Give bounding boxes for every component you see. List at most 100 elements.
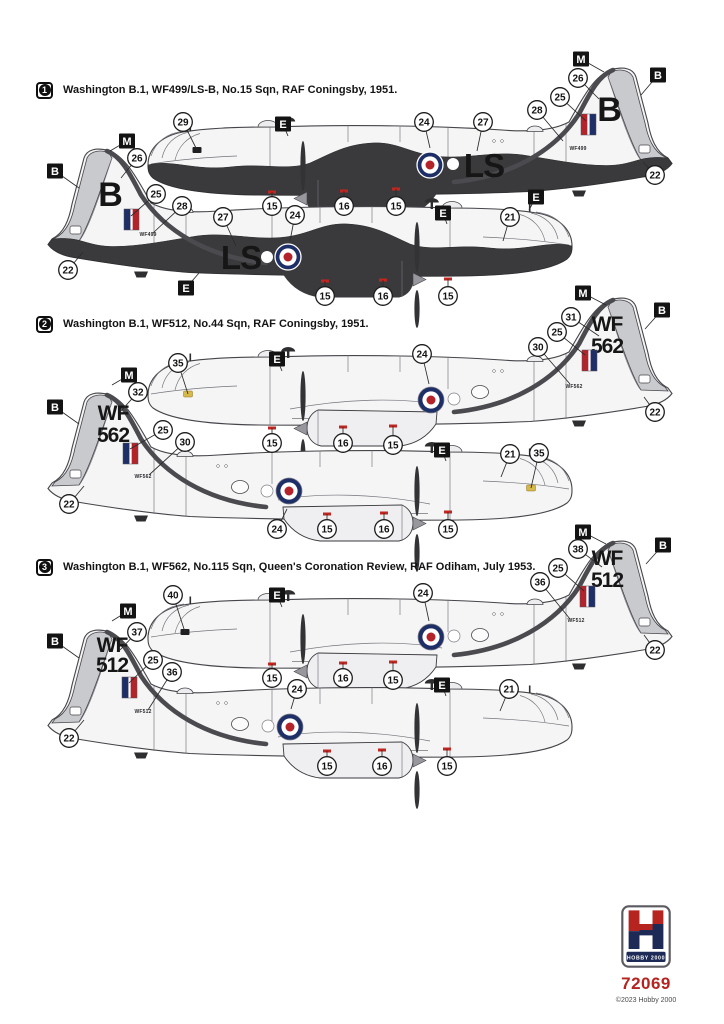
callout-circle xyxy=(561,307,581,327)
callout-leader-line xyxy=(186,130,198,151)
callout-number: 15 xyxy=(266,202,278,213)
callout-circle xyxy=(500,444,520,464)
white-dot-marking xyxy=(447,392,461,406)
color-box xyxy=(434,442,450,458)
callout-15: 15 xyxy=(386,187,406,216)
color-box-E: E xyxy=(434,442,450,462)
callout-27: 27 xyxy=(213,207,237,247)
callout-32: 32 xyxy=(120,382,148,412)
color-box-E: E xyxy=(434,677,450,697)
callout-circle xyxy=(162,662,182,682)
callout-21: 21 xyxy=(499,679,519,712)
color-box-M: M xyxy=(573,51,605,73)
callout-leader-line xyxy=(563,337,586,356)
callout-circle xyxy=(438,286,458,306)
callout-leader-line xyxy=(564,573,585,592)
serial-number: WF562 xyxy=(134,474,151,480)
callout-leader-line xyxy=(73,251,84,264)
callout-number: 15 xyxy=(387,441,399,452)
callout-circle xyxy=(568,539,588,559)
serial-number: WF512 xyxy=(567,618,584,624)
callout-number: 28 xyxy=(176,202,188,213)
color-box xyxy=(269,351,285,367)
aircraft-profile xyxy=(147,67,673,247)
callout-leader-line xyxy=(584,84,600,100)
callout-number: 31 xyxy=(565,313,577,324)
callout-28: 28 xyxy=(527,100,564,142)
tail-code: 512 xyxy=(591,569,623,592)
color-box xyxy=(269,587,285,603)
callout-15: 15 xyxy=(262,662,282,688)
callout-number: 16 xyxy=(378,525,390,536)
callout-circle xyxy=(527,100,547,120)
tail-code: 562 xyxy=(591,335,623,358)
callout-25: 25 xyxy=(129,420,173,450)
raf-roundel xyxy=(417,386,445,414)
scheme-3-header: 3 Washington B.1, WF562, No.115 Sqn, Que… xyxy=(36,558,535,576)
color-box-B: B xyxy=(645,537,671,565)
callout-number: 15 xyxy=(441,762,453,773)
serial-number: WF499 xyxy=(569,146,586,152)
color-box-letter: M xyxy=(122,136,131,148)
callout-circle xyxy=(529,443,549,463)
color-box-M: M xyxy=(111,367,137,386)
raf-roundel xyxy=(275,477,303,505)
color-box-E: E xyxy=(435,205,451,225)
callout-number: 30 xyxy=(179,438,191,449)
color-box-letter: E xyxy=(273,354,280,366)
callout-22: 22 xyxy=(643,634,665,660)
callout-16: 16 xyxy=(373,278,393,306)
callout-leader-line xyxy=(643,396,650,405)
callout-15: 15 xyxy=(383,424,403,455)
callout-leader-line xyxy=(642,161,650,169)
callout-number: 35 xyxy=(172,359,184,370)
callout-27: 27 xyxy=(473,112,493,152)
callout-circle xyxy=(175,432,195,452)
callout-24: 24 xyxy=(287,679,307,710)
callout-circle xyxy=(128,382,148,402)
callout-number: 24 xyxy=(291,685,303,696)
callout-number: 25 xyxy=(157,426,169,437)
callout-number: 15 xyxy=(390,202,402,213)
callout-leader-line xyxy=(500,462,508,478)
scheme-number: 2 xyxy=(38,318,51,330)
callout-leader-line xyxy=(180,371,189,395)
callout-leader-line xyxy=(566,102,587,122)
white-dot-marking xyxy=(261,251,273,263)
callout-number: 29 xyxy=(177,118,189,129)
callout-circle xyxy=(645,165,665,185)
logo-h-top xyxy=(628,910,664,932)
fin-flash xyxy=(122,442,139,465)
callout-number: 24 xyxy=(417,589,429,600)
callout-circle xyxy=(547,322,567,342)
raf-roundel xyxy=(416,151,444,179)
callout-15: 15 xyxy=(315,279,335,306)
callout-circle xyxy=(548,558,568,578)
callout-number: 22 xyxy=(62,266,74,277)
color-box xyxy=(275,116,291,132)
white-dot-marking xyxy=(260,484,274,498)
callout-35: 35 xyxy=(168,353,193,398)
fin-flash xyxy=(123,208,140,231)
callout-number: 21 xyxy=(504,450,516,461)
squadron-code: LS xyxy=(464,147,504,184)
callout-leader-line xyxy=(152,212,176,234)
serial-number: WF499 xyxy=(139,232,156,238)
tail-code: WF xyxy=(98,402,130,425)
callout-22: 22 xyxy=(642,161,665,185)
callout-16: 16 xyxy=(374,511,394,539)
callout-circle xyxy=(499,679,519,699)
callout-circle xyxy=(374,519,394,539)
callout-number: 16 xyxy=(376,762,388,773)
color-box-M: M xyxy=(575,285,607,306)
callout-circle xyxy=(287,679,307,699)
callout-circle xyxy=(473,112,493,132)
tail-code: 512 xyxy=(96,654,128,677)
callout-25: 25 xyxy=(550,87,587,122)
color-box-letter: M xyxy=(124,370,133,382)
logo-text: HOBBY 2000 xyxy=(627,955,665,961)
tail-code: WF xyxy=(592,313,624,336)
